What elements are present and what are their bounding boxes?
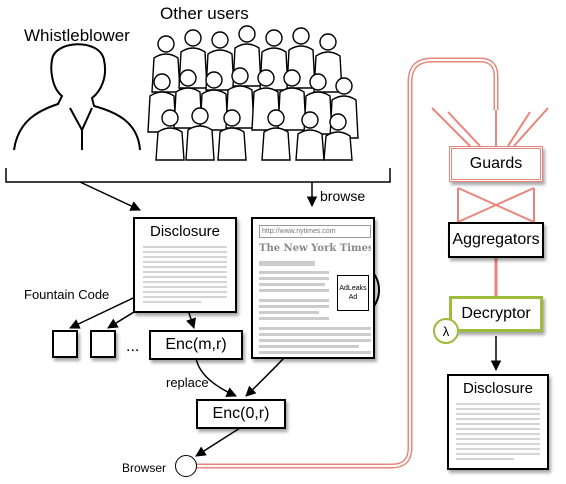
whistleblower-label: Whistleblower [24, 26, 130, 45]
aggregators-label: Aggregators [452, 231, 540, 248]
other-users-label: Other users [160, 4, 249, 23]
output-disclosure-title: Disclosure [462, 380, 534, 397]
fountain-block-1 [52, 330, 78, 358]
replace-label: replace [166, 375, 209, 390]
aggregators-box: Aggregators [448, 222, 544, 258]
enc-m-r-box: Enc(m,r) [149, 330, 243, 360]
url-bar: http://www.nytimes.com [259, 225, 371, 238]
output-document-text-lines [456, 403, 540, 460]
lambda-badge: λ [433, 318, 459, 344]
output-disclosure-document: Disclosure [447, 374, 549, 470]
document-text-lines [143, 246, 227, 303]
decryptor-label: Decryptor [461, 305, 531, 322]
enc-m-r-label: Enc(m,r) [165, 336, 227, 353]
newspaper-masthead: The New York Times [259, 243, 371, 254]
enc-0-r-label: Enc(0,r) [212, 405, 270, 422]
disclosure-document: Disclosure [133, 217, 237, 313]
guards-box: Guards [449, 146, 543, 182]
fountain-code-label: Fountain Code [24, 287, 110, 302]
url-text: http://www.nytimes.com [262, 228, 336, 235]
article-lines [259, 261, 371, 354]
browser-node [175, 455, 197, 477]
adleaks-ad: AdLeaks Ad [337, 275, 369, 311]
lambda-symbol: λ [442, 323, 450, 339]
ellipsis-label: ... [126, 338, 140, 355]
adleaks-ad-text: AdLeaks Ad [339, 285, 367, 301]
whistleblower-figure [13, 43, 141, 151]
disclosure-document-title: Disclosure [149, 223, 221, 240]
guards-label: Guards [469, 155, 523, 172]
decryptor-box: Decryptor [449, 296, 543, 332]
newspaper-page: http://www.nytimes.com The New York Time… [251, 217, 375, 359]
enc-0-r-box: Enc(0,r) [196, 399, 286, 429]
browse-label: browse [320, 188, 366, 204]
browser-label: Browser [122, 461, 167, 475]
fountain-block-2 [90, 330, 116, 358]
users-bracket [5, 168, 391, 183]
other-users-crowd [147, 25, 359, 161]
